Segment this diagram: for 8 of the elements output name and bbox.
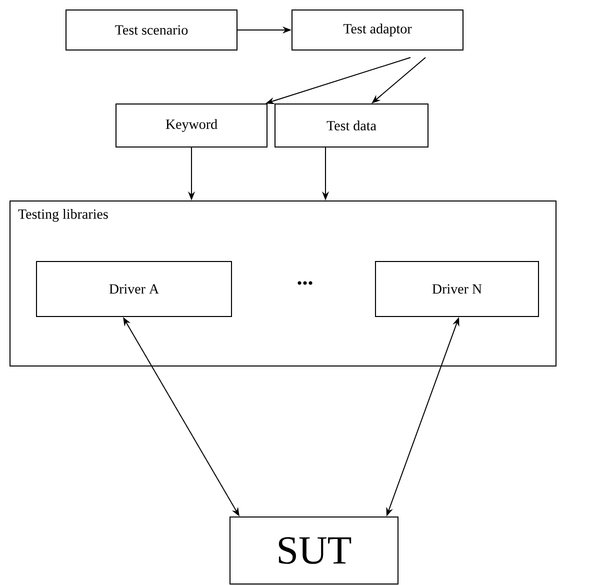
ellipsis: ... [298, 281, 312, 285]
process-box: Driver N [375, 261, 539, 317]
system-box: SUT [230, 516, 398, 584]
process-box: Keyword [116, 104, 268, 148]
process-box: Test data [274, 104, 428, 148]
process-box: Test scenario [66, 10, 238, 50]
process-box: Test adaptor [292, 10, 464, 50]
process-box: Driver A [36, 261, 232, 317]
